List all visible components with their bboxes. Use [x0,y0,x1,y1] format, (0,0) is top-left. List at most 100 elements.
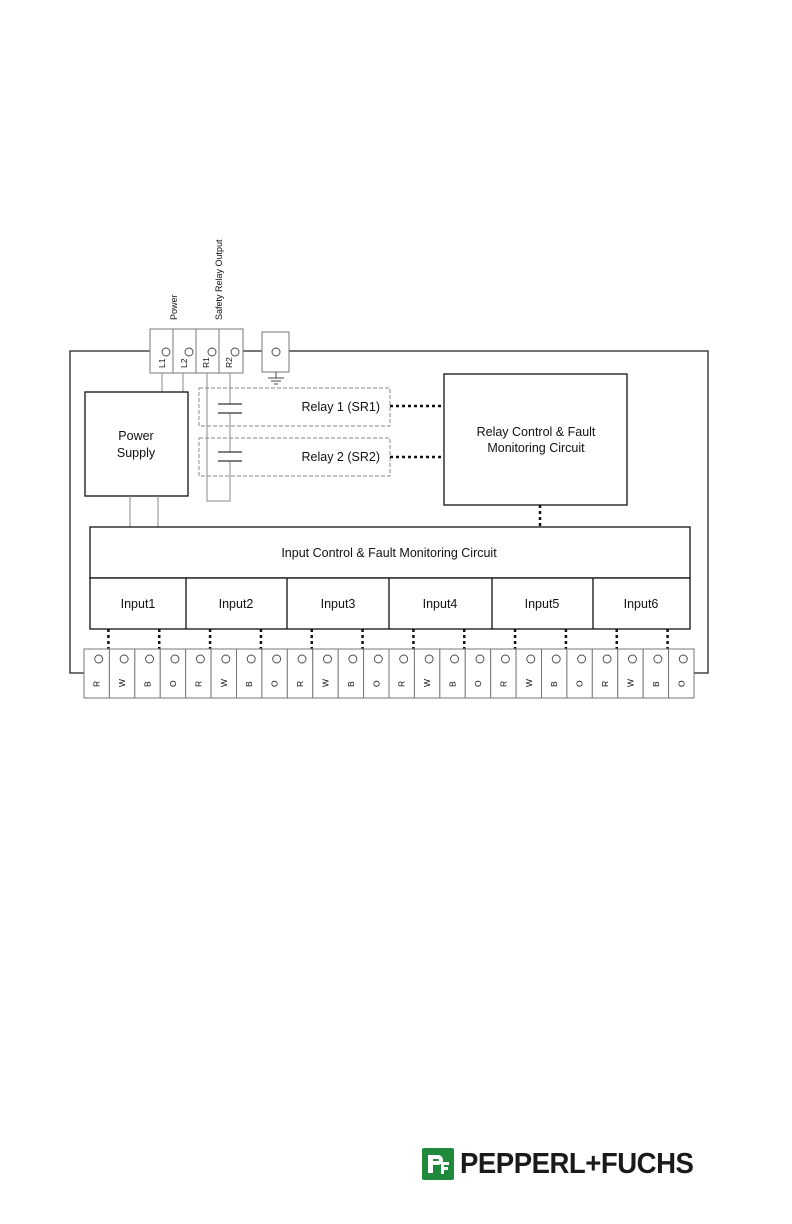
relay-contact-wiring [207,373,230,501]
bottom-terminal-5-W: W [516,649,541,698]
input-2-label: Input2 [219,597,254,611]
screw-icon [222,655,230,663]
bottom-terminal-3-O: O [364,649,389,698]
bottom-terminal-label: B [448,681,458,687]
bottom-terminal-label: W [320,679,330,687]
screw-icon [400,655,408,663]
relay-2-label: Relay 2 (SR2) [302,450,381,464]
bottom-terminal-2-O: O [262,649,287,698]
bottom-terminal-1-R: R [84,649,109,698]
screw-icon [208,348,216,356]
relay-control-label-line2: Monitoring Circuit [487,441,585,455]
screw-icon [298,655,306,663]
terminal-L2-label: L2 [179,358,189,368]
screw-icon [603,655,611,663]
bottom-terminal-5-R: R [491,649,516,698]
bottom-terminal-3-B: B [338,649,363,698]
input-6-label: Input6 [624,597,659,611]
input-3-label: Input3 [321,597,356,611]
bottom-terminal-label: R [498,681,508,687]
input-4-label: Input4 [423,597,458,611]
bottom-terminal-label: W [117,679,127,687]
bottom-terminal-2-R: R [186,649,211,698]
screw-icon [146,655,154,663]
terminal-L1-label: L1 [157,358,167,368]
screw-icon [578,655,586,663]
screw-icon [196,655,204,663]
inputs-row: Input1 Input2 Input3 Input4 Input5 Input… [90,578,690,629]
bottom-terminal-label: R [92,681,102,687]
bottom-terminal-5-O: O [567,649,592,698]
top-terminal-block: L1 L2 R1 R2 [150,329,243,373]
terminal-R2-label: R2 [224,357,234,368]
bottom-terminal-label: O [473,680,483,687]
bottom-terminal-label: R [397,681,407,687]
power-label: Power [169,294,179,320]
input-5-label: Input5 [525,597,560,611]
screw-icon [120,655,128,663]
screw-icon [552,655,560,663]
bottom-terminal-6-W: W [618,649,643,698]
screw-icon [171,655,179,663]
bottom-terminal-label: R [193,681,203,687]
bottom-terminal-6-O: O [669,649,694,698]
screw-icon [185,348,193,356]
bottom-terminal-label: B [549,681,559,687]
bottom-terminal-3-R: R [287,649,312,698]
relay-1-label: Relay 1 (SR1) [302,400,381,414]
ground-terminal [262,332,289,384]
bottom-terminal-label: O [270,680,280,687]
screw-icon [349,655,357,663]
bottom-terminal-4-W: W [414,649,439,698]
relay-control-block: Relay Control & Fault Monitoring Circuit [444,374,627,505]
screw-icon [527,655,535,663]
bottom-terminal-1-W: W [109,649,134,698]
bottom-terminal-label: W [625,679,635,687]
bottom-terminal-4-R: R [389,649,414,698]
screw-icon [374,655,382,663]
bottom-terminal-label: W [524,679,534,687]
screw-icon [272,348,280,356]
power-supply-label-line2: Supply [117,446,156,460]
bottom-terminal-label: R [600,681,610,687]
screw-icon [95,655,103,663]
bottom-terminal-label: B [244,681,254,687]
screw-icon [679,655,687,663]
power-supply-label-line1: Power [118,429,153,443]
input-control-block: Input Control & Fault Monitoring Circuit [90,527,690,578]
input-control-label: Input Control & Fault Monitoring Circuit [281,546,497,560]
bottom-terminal-6-B: B [643,649,668,698]
screw-icon [501,655,509,663]
bottom-terminal-6-R: R [592,649,617,698]
bottom-terminal-label: O [371,680,381,687]
brand-name: PEPPERL+FUCHS [460,1148,693,1181]
terminal-R1-label: R1 [201,357,211,368]
screw-icon [451,655,459,663]
screw-icon [247,655,255,663]
screw-icon [162,348,170,356]
screw-icon [654,655,662,663]
screw-icon [628,655,636,663]
screw-icon [476,655,484,663]
relay-2-block: Relay 2 (SR2) [199,438,390,476]
bottom-terminal-2-B: B [237,649,262,698]
bottom-terminal-4-O: O [465,649,490,698]
bottom-terminal-label: O [575,680,585,687]
bottom-terminal-1-O: O [160,649,185,698]
bottom-terminal-label: O [676,680,686,687]
bottom-terminal-1-B: B [135,649,160,698]
ground-icon [268,372,284,384]
bottom-terminal-5-B: B [542,649,567,698]
pepperl-fuchs-logo-icon [422,1148,454,1180]
relay-control-label-line1: Relay Control & Fault [477,425,596,439]
brand-logo: PEPPERL+FUCHS [422,1144,706,1184]
bottom-terminal-label: O [168,680,178,687]
bottom-terminal-2-W: W [211,649,236,698]
safety-relay-output-label: Safety Relay Output [214,239,224,320]
bottom-terminal-label: B [143,681,153,687]
bottom-terminal-label: W [422,679,432,687]
bottom-terminal-4-B: B [440,649,465,698]
input-1-label: Input1 [121,597,156,611]
